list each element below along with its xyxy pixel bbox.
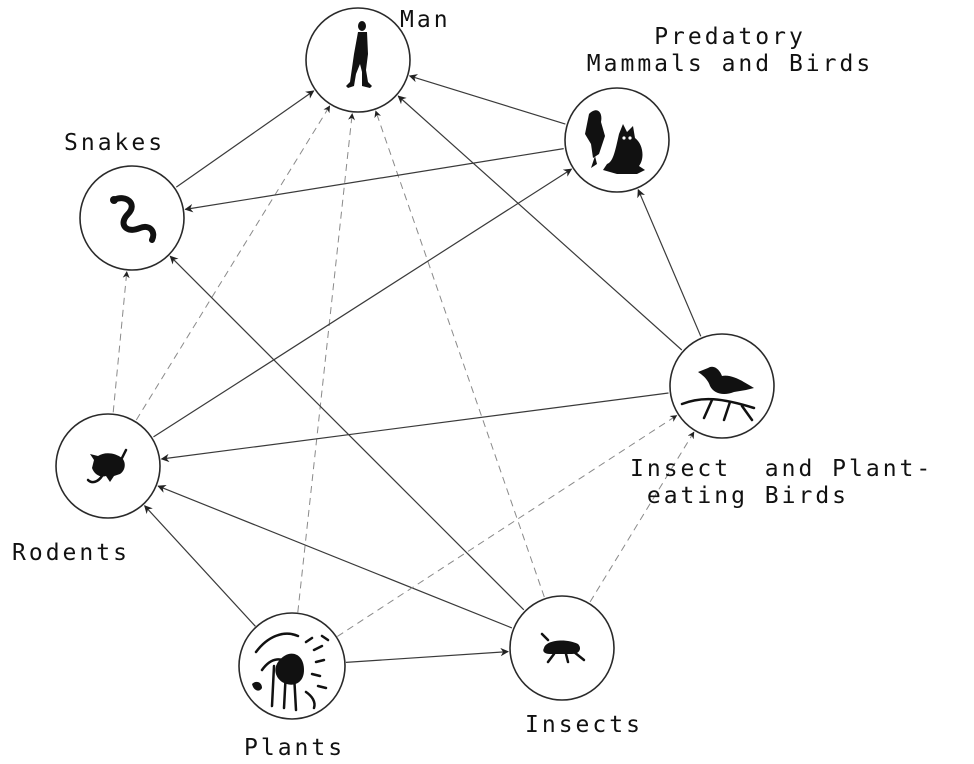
edge-plants-to-man xyxy=(298,114,352,613)
label-predators: Predatory Mammals and Birds xyxy=(565,24,895,78)
edge-snakes-to-man xyxy=(176,91,313,187)
edge-predators-to-man xyxy=(410,76,566,124)
edge-rodents-to-snakes xyxy=(113,272,127,413)
node-plants xyxy=(239,613,345,719)
node-predators xyxy=(565,88,669,192)
edge-birds-to-predators xyxy=(638,190,701,337)
label-man: Man xyxy=(400,7,451,34)
edge-plants-to-insects xyxy=(346,652,508,663)
edge-plants-to-rodents xyxy=(145,506,256,627)
edge-insects-to-snakes xyxy=(170,256,524,610)
edge-birds-to-rodents xyxy=(162,393,669,459)
edge-rodents-to-man xyxy=(136,106,329,420)
edge-insects-to-man xyxy=(376,111,545,597)
edge-plants-to-birds xyxy=(337,416,676,637)
label-insects: Insects xyxy=(525,712,643,739)
node-insects xyxy=(510,596,614,700)
node-birds xyxy=(670,334,774,438)
node-snakes xyxy=(80,166,184,270)
edge-predators-to-snakes xyxy=(185,149,563,210)
label-plants: Plants xyxy=(244,735,345,762)
node-rodents xyxy=(56,414,160,518)
node-man xyxy=(306,8,410,112)
label-snakes: Snakes xyxy=(64,130,165,157)
node-layer xyxy=(56,8,774,719)
node-ring xyxy=(565,88,669,192)
node-ring xyxy=(80,166,184,270)
label-birds: Insect and Plant- eating Birds xyxy=(630,456,970,510)
label-rodents: Rodents xyxy=(12,540,130,567)
